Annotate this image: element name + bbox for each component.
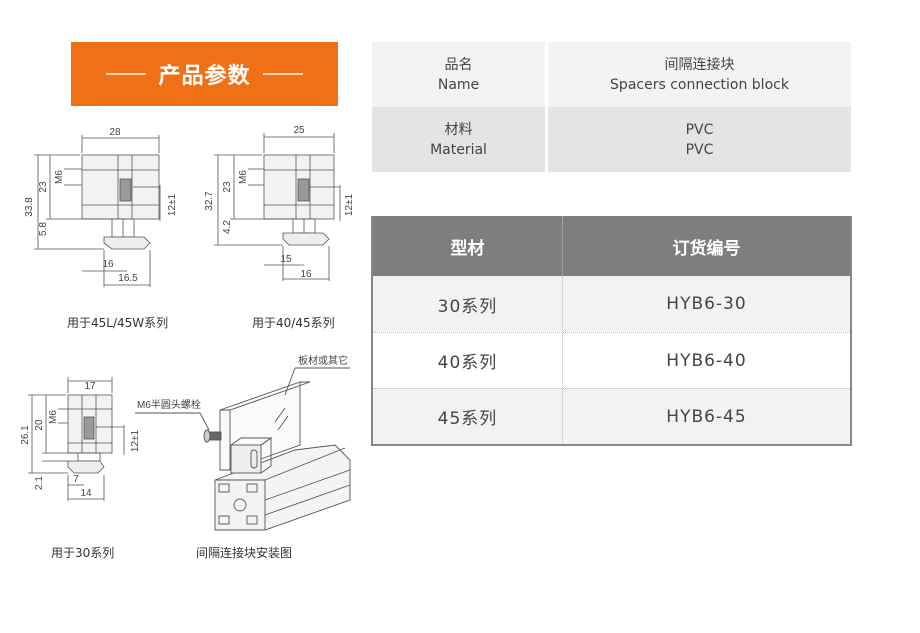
svg-text:16: 16	[300, 269, 312, 280]
order-table-header: 型材 订货编号	[373, 216, 850, 276]
svg-text:7: 7	[73, 474, 79, 485]
section-banner: 产品参数	[71, 42, 338, 106]
svg-text:4.2: 4.2	[222, 220, 233, 234]
svg-text:板材或其它: 板材或其它	[298, 354, 348, 367]
profile-cell: 45系列	[373, 389, 563, 444]
svg-text:12±1: 12±1	[344, 193, 355, 216]
name-label-cn: 品名	[444, 56, 473, 73]
code-cell: HYB6-40	[666, 350, 747, 371]
table-row: 45系列 HYB6-45	[373, 388, 850, 444]
svg-text:15: 15	[280, 254, 292, 265]
info-table: 品名 Name 间隔连接块 Spacers connection block 材…	[372, 42, 851, 172]
svg-text:25: 25	[293, 125, 305, 136]
name-value-cn: 间隔连接块	[664, 56, 735, 73]
drawing-30-series: 17 26.1 20 M6 2.1 12±1 7 14	[20, 377, 141, 501]
header-order-code: 订货编号	[672, 238, 741, 259]
drawing-45-series: 28 33.8 23 M6 5.8 12±1 16 16.5	[24, 127, 178, 287]
banner-line-right	[262, 73, 303, 75]
caption-40-series: 用于40/45系列	[252, 316, 335, 330]
svg-text:2.1: 2.1	[34, 476, 45, 490]
material-value-cn: PVC	[685, 121, 714, 138]
svg-text:26.1: 26.1	[20, 425, 31, 445]
svg-text:5.8: 5.8	[38, 222, 49, 236]
material-label-en: Material	[430, 141, 487, 158]
svg-text:M6: M6	[54, 170, 65, 184]
name-label-en: Name	[437, 76, 480, 93]
svg-text:12±1: 12±1	[130, 429, 141, 452]
svg-text:33.8: 33.8	[24, 197, 35, 217]
svg-text:M6半圆头螺栓: M6半圆头螺栓	[137, 398, 201, 411]
info-row-name: 品名 Name 间隔连接块 Spacers connection block	[372, 42, 851, 107]
svg-text:M6: M6	[48, 410, 59, 424]
svg-text:23: 23	[222, 181, 233, 193]
profile-cell: 30系列	[373, 276, 563, 332]
svg-text:28: 28	[109, 127, 121, 138]
svg-text:23: 23	[38, 181, 49, 193]
code-cell: HYB6-30	[666, 294, 747, 314]
svg-text:16: 16	[102, 259, 114, 270]
code-cell: HYB6-45	[666, 406, 747, 427]
svg-text:M6: M6	[238, 170, 249, 184]
table-row: 30系列 HYB6-30	[373, 276, 850, 332]
material-label-cn: 材料	[444, 121, 473, 138]
banner-title: 产品参数	[158, 64, 251, 89]
header-profile: 型材	[373, 216, 563, 276]
profile-cell: 40系列	[373, 333, 563, 388]
material-value-en: PVC	[685, 141, 714, 158]
installation-drawing: M6半圆头螺栓 板材或其它	[135, 354, 351, 531]
svg-text:16.5: 16.5	[118, 273, 138, 284]
svg-text:17: 17	[84, 381, 96, 392]
caption-45-series: 用于45L/45W系列	[67, 316, 169, 330]
banner-line-left	[106, 73, 147, 75]
drawing-40-series: 25 32.7 23 M6 4.2 12±1 15 16	[204, 125, 355, 281]
table-row: 40系列 HYB6-40	[373, 332, 850, 388]
svg-text:20: 20	[34, 419, 45, 431]
caption-30-series: 用于30系列	[51, 546, 115, 560]
order-table: 型材 订货编号 30系列 HYB6-30 40系列 HYB6-40 45系列 H…	[371, 216, 852, 446]
info-row-material: 材料 Material PVC PVC	[372, 107, 851, 172]
name-value-en: Spacers connection block	[610, 76, 789, 93]
svg-text:12±1: 12±1	[167, 193, 178, 216]
caption-installation: 间隔连接块安装图	[196, 546, 293, 560]
svg-text:32.7: 32.7	[204, 191, 215, 211]
svg-text:14: 14	[80, 488, 92, 499]
